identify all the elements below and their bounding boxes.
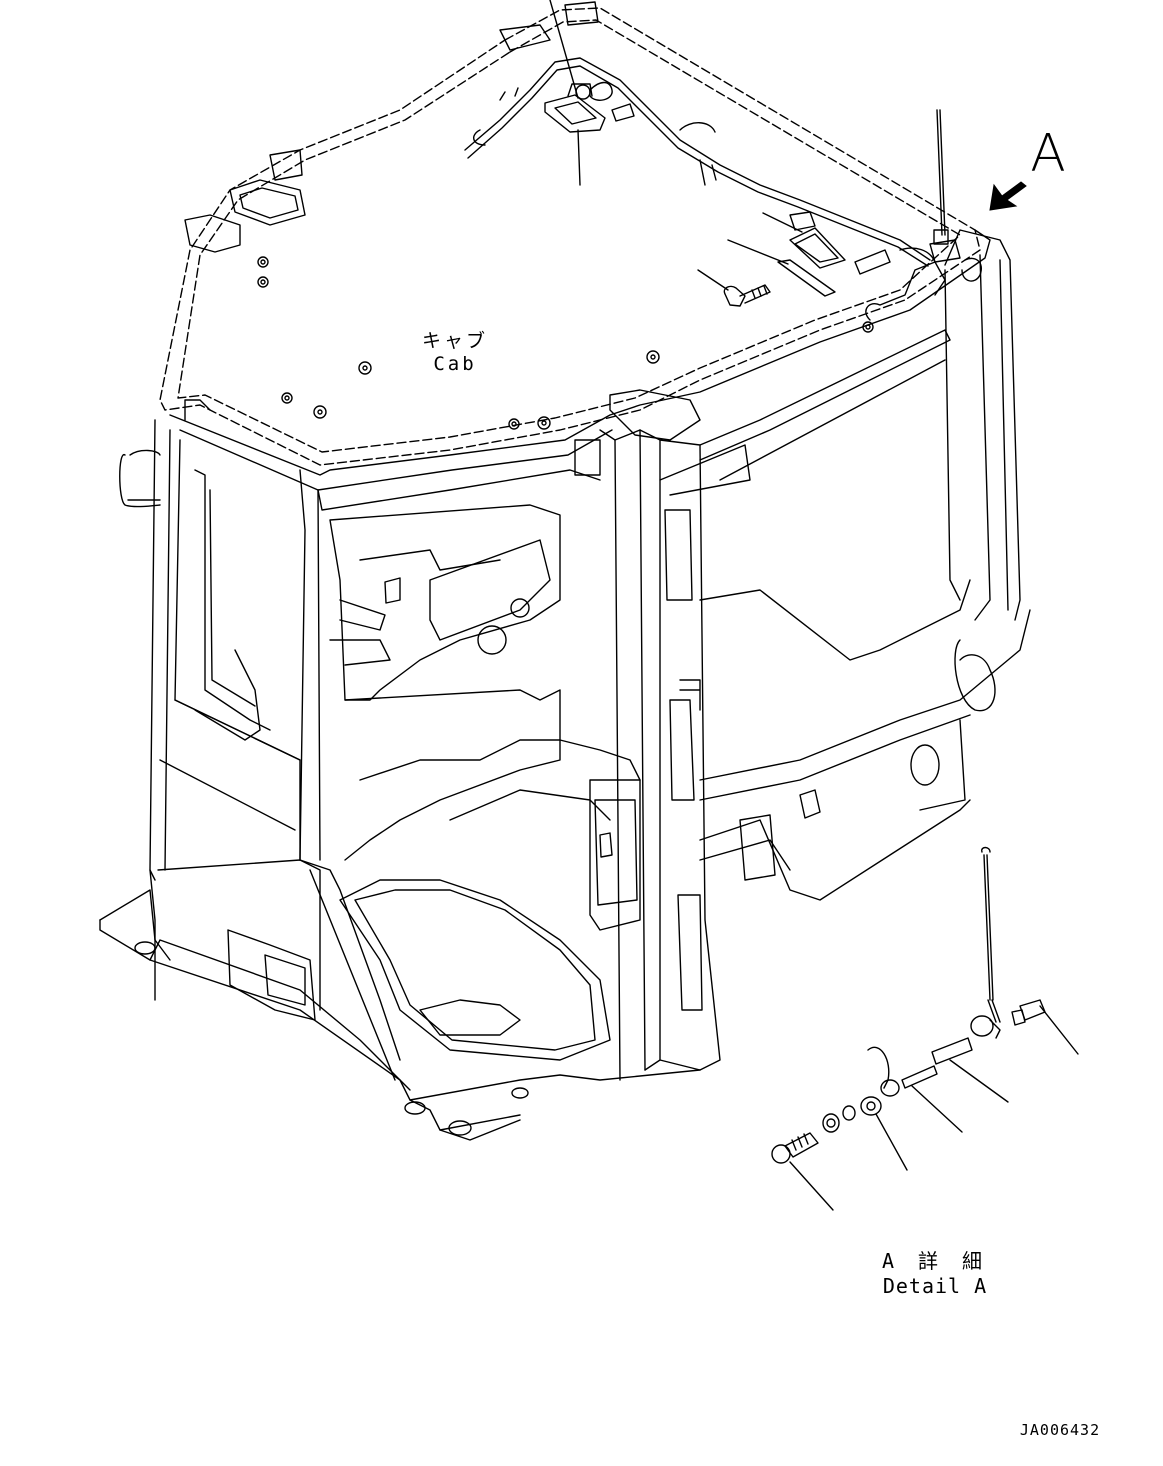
detail-a-parts — [771, 846, 1079, 1211]
detail-a-label-en: Detail A — [882, 1274, 988, 1298]
view-a-label: A — [1030, 124, 1066, 184]
cab-label-en: Cab — [433, 353, 477, 375]
center-front-pillar — [574, 389, 751, 1081]
right-rear-pillar — [944, 229, 1021, 712]
floor-pan — [339, 739, 641, 1061]
roof-mounting-pads — [257, 256, 874, 430]
detail-washer — [842, 1105, 856, 1121]
detail-antenna-rod — [983, 854, 994, 1001]
right-side-frame — [699, 329, 1031, 901]
dome-lamp — [544, 83, 606, 133]
drawing-code: JA006432 — [1019, 1421, 1101, 1439]
roof-antenna — [929, 109, 961, 263]
roof-front-beam — [169, 229, 991, 476]
leader-lines — [549, 0, 803, 291]
wiring-harness — [464, 57, 946, 321]
speaker-cover — [723, 227, 846, 307]
arrow-down-left-icon — [989, 181, 1027, 211]
detail-spacer — [931, 1037, 973, 1065]
left-front-pillar — [119, 399, 321, 881]
detail-a-label-jp: A 詳 細 — [881, 1249, 989, 1273]
detail-spring — [901, 1065, 938, 1089]
rear-wall — [329, 504, 561, 861]
cab-label-jp: キャブ — [421, 330, 488, 352]
left-window-frame — [149, 649, 321, 1021]
detail-cable — [867, 1046, 890, 1089]
roof-corner-mounts — [184, 1, 599, 253]
cab-roof — [159, 7, 981, 466]
base-frame — [99, 859, 701, 1141]
